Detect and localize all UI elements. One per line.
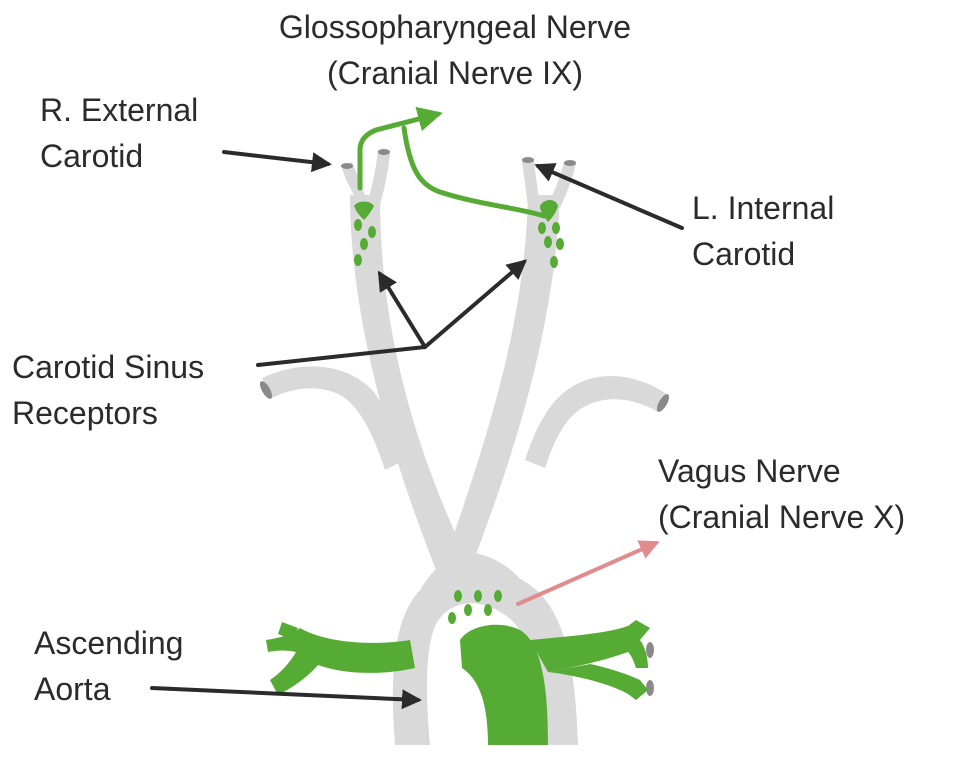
right-internal-carotid — [368, 150, 390, 205]
label-vagus-line2: (Cranial Nerve X) — [658, 494, 905, 540]
label-l-internal-line2: Carotid — [692, 231, 834, 277]
label-carotid-sinus-line1: Carotid Sinus — [12, 344, 204, 390]
arrow-r-external-carotid — [224, 152, 328, 164]
arrow-carotid-sinus-left — [425, 262, 524, 347]
label-glossopharyngeal-line1: Glossopharyngeal Nerve — [240, 4, 670, 50]
label-ascending-line2: Aorta — [34, 666, 183, 712]
vessel-cut-ends — [258, 149, 672, 696]
label-r-external-carotid: R. External Carotid — [40, 87, 198, 179]
label-l-internal-line1: L. Internal — [692, 185, 834, 231]
label-carotid-sinus-receptors: Carotid Sinus Receptors — [12, 344, 204, 436]
label-carotid-sinus-line2: Receptors — [12, 390, 204, 436]
label-vagus-nerve: Vagus Nerve (Cranial Nerve X) — [658, 448, 905, 540]
left-common-carotid — [445, 195, 560, 570]
label-r-external-line1: R. External — [40, 87, 198, 133]
label-l-internal-carotid: L. Internal Carotid — [692, 185, 834, 277]
label-glossopharyngeal-line2: (Cranial Nerve IX) — [240, 50, 670, 96]
label-vagus-line1: Vagus Nerve — [658, 448, 905, 494]
arrow-carotid-sinus-stem — [258, 347, 425, 365]
label-ascending-aorta: Ascending Aorta — [34, 620, 183, 712]
pulmonary-trunk — [266, 620, 650, 745]
left-subclavian — [525, 376, 668, 468]
arrow-vagus-nerve — [518, 543, 656, 604]
label-glossopharyngeal-nerve: Glossopharyngeal Nerve (Cranial Nerve IX… — [240, 4, 670, 96]
label-ascending-line1: Ascending — [34, 620, 183, 666]
label-r-external-line2: Carotid — [40, 133, 198, 179]
